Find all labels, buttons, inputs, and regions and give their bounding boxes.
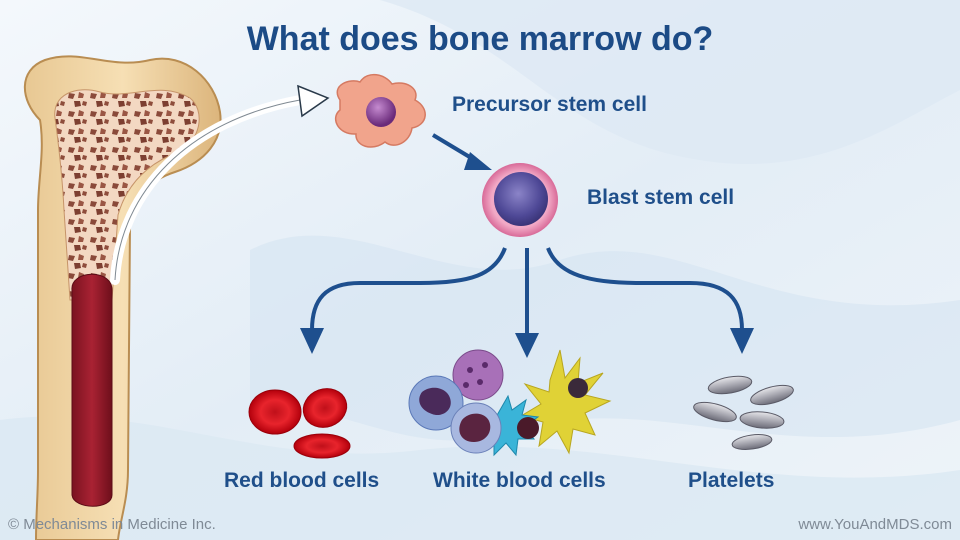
- red-blood-cells-illustration: [248, 388, 351, 459]
- arrow-head-wbc: [515, 333, 539, 358]
- background-swirl: [0, 416, 960, 540]
- platelets-illustration: [693, 375, 794, 450]
- background-swirl: [380, 0, 960, 164]
- branch-arrows: [310, 247, 744, 335]
- red-blood-cells-label: Red blood cells: [224, 469, 380, 492]
- arrow-head-rbc: [300, 328, 324, 354]
- blast-stem-cell-label: Blast stem cell: [587, 186, 735, 209]
- white-blood-cells-label: White blood cells: [433, 469, 606, 492]
- website-link[interactable]: www.YouAndMDS.com: [798, 516, 952, 533]
- precursor-stem-cell-label: Precursor stem cell: [452, 93, 647, 116]
- page-title: What does bone marrow do?: [246, 20, 714, 58]
- arrow-head-platelets: [730, 328, 754, 354]
- copyright-text: © Mechanisms in Medicine Inc.: [8, 516, 216, 533]
- blast-stem-cell: [482, 163, 558, 237]
- precursor-stem-cell: [335, 73, 426, 148]
- femur-bone-illustration: [23, 55, 222, 540]
- bone-to-precursor-arrow-head: [297, 84, 330, 118]
- precursor-to-blast-arrow-head: [464, 152, 492, 170]
- white-blood-cells-illustration: [408, 349, 612, 457]
- platelets-label: Platelets: [688, 469, 775, 492]
